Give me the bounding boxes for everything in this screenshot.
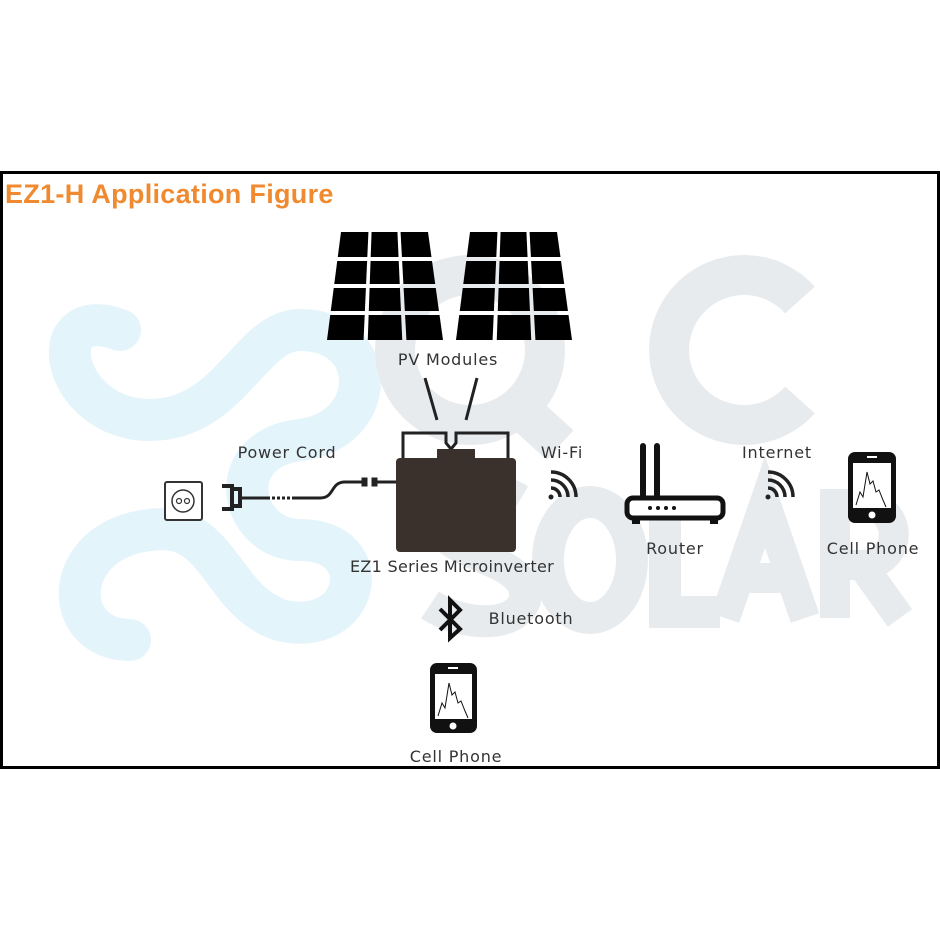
microinverter-icon <box>396 431 516 552</box>
power-cord-plug-icon <box>222 477 396 511</box>
router-label: Router <box>646 539 704 558</box>
pv-modules-icon <box>327 232 572 340</box>
internet-signal-icon <box>765 470 795 500</box>
solar-cell <box>466 232 498 257</box>
cell-phone-icon <box>430 663 477 733</box>
solar-cell <box>367 315 403 340</box>
solar-cell <box>330 288 366 311</box>
solar-cell <box>402 261 436 284</box>
solar-cell <box>369 261 400 284</box>
internet-label: Internet <box>742 443 812 462</box>
solar-cell <box>334 261 368 284</box>
solar-cell <box>499 232 528 257</box>
cell-phone-bottom-label: Cell Phone <box>409 747 503 766</box>
solar-cell <box>498 261 529 284</box>
solar-cell <box>405 315 443 340</box>
bluetooth-icon <box>438 595 463 643</box>
figure-title: EZ1-H Application Figure <box>5 179 334 209</box>
power-socket-icon <box>164 481 203 521</box>
cell-phone-right-label: Cell Phone <box>826 539 920 558</box>
solar-cell <box>496 315 532 340</box>
bluetooth-label: Bluetooth <box>488 609 574 628</box>
solar-cell <box>370 232 399 257</box>
pv-modules-label: PV Modules <box>397 350 499 369</box>
solar-cell <box>534 315 572 340</box>
solar-cell <box>463 261 497 284</box>
solar-cell <box>456 315 494 340</box>
router-icon <box>624 443 726 524</box>
wifi-label: Wi-Fi <box>540 443 584 462</box>
solar-cell <box>337 232 369 257</box>
pv-cable-lines <box>423 377 479 421</box>
solar-cell <box>400 232 432 257</box>
solar-cell <box>529 232 561 257</box>
solar-cell <box>531 261 565 284</box>
wifi-signal-icon <box>548 470 578 500</box>
microinverter-label: EZ1 Series Microinverter <box>349 557 555 576</box>
solar-cell <box>497 288 530 311</box>
solar-cell <box>327 315 365 340</box>
power-cord-label: Power Cord <box>237 443 337 462</box>
solar-cell <box>459 288 495 311</box>
solar-cell <box>368 288 401 311</box>
solar-cell <box>532 288 568 311</box>
cell-phone-icon <box>848 452 896 523</box>
solar-cell <box>403 288 439 311</box>
